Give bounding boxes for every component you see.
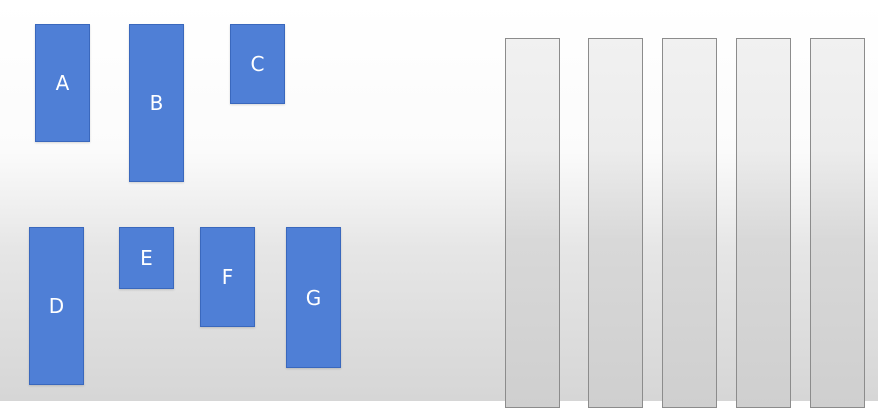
block-b-label: B (149, 91, 164, 115)
block-g[interactable]: G (286, 227, 341, 368)
block-b[interactable]: B (129, 24, 184, 182)
block-d-label: D (48, 294, 65, 318)
block-c[interactable]: C (230, 24, 285, 104)
block-d[interactable]: D (29, 227, 84, 385)
block-a-label: A (55, 71, 70, 95)
column-slot-1[interactable] (505, 38, 560, 408)
block-e[interactable]: E (119, 227, 174, 289)
column-slot-3[interactable] (662, 38, 717, 408)
block-f[interactable]: F (200, 227, 255, 327)
block-f-label: F (221, 265, 234, 289)
block-c-label: C (250, 52, 265, 76)
column-slot-5[interactable] (810, 38, 865, 408)
column-slot-2[interactable] (588, 38, 643, 408)
block-g-label: G (305, 285, 322, 310)
column-slot-4[interactable] (736, 38, 791, 408)
block-e-label: E (140, 246, 153, 270)
block-a[interactable]: A (35, 24, 90, 142)
